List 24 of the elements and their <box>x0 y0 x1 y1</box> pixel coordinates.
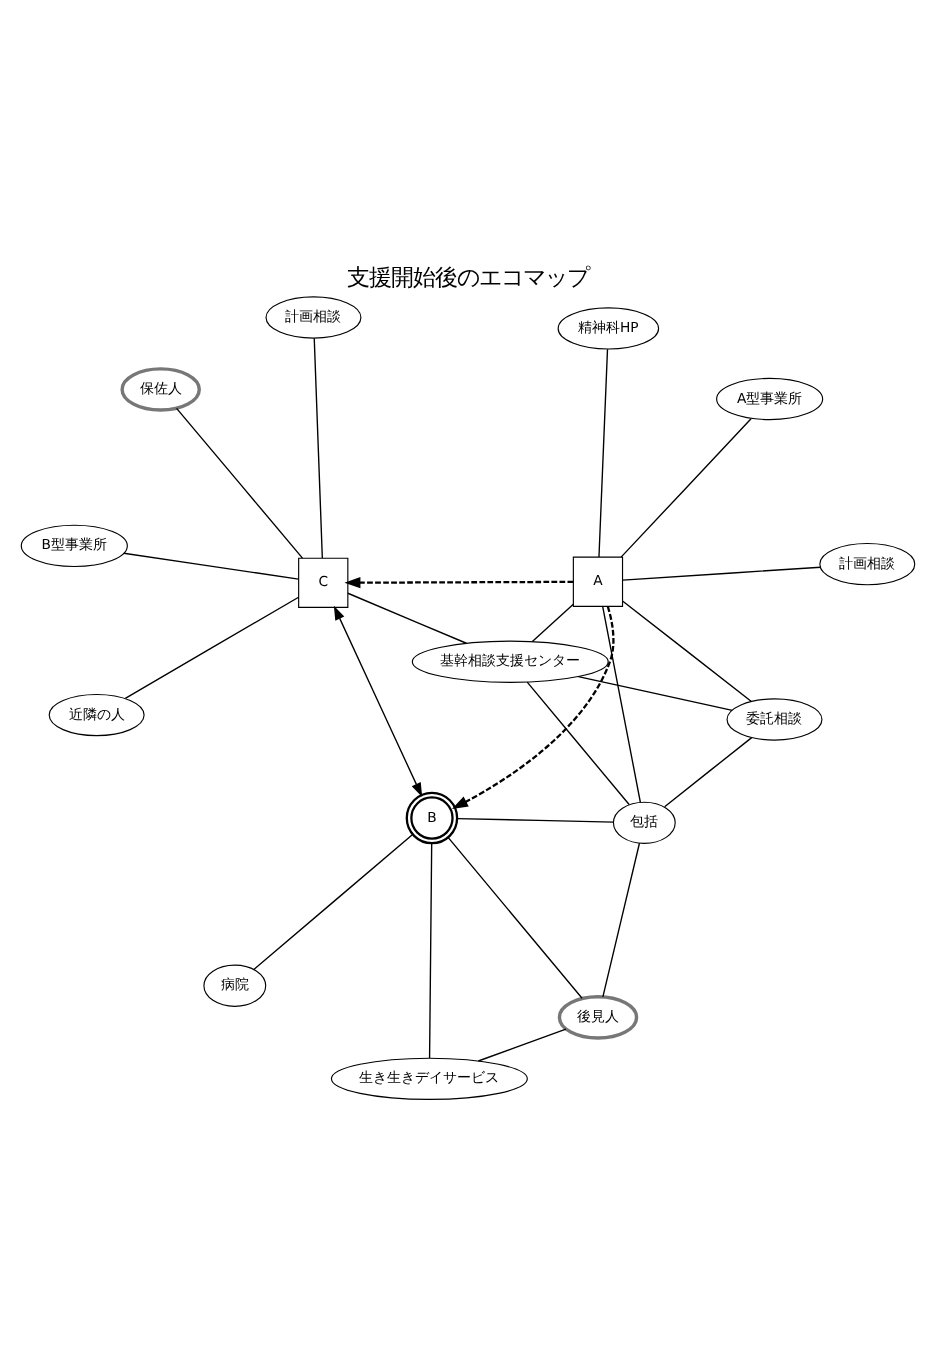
connector <box>622 600 753 703</box>
connector <box>598 348 609 558</box>
connector <box>577 675 733 711</box>
connector <box>124 596 300 699</box>
connector <box>477 1028 567 1062</box>
connector <box>175 407 304 559</box>
connector <box>447 836 583 999</box>
connector <box>602 605 642 803</box>
arrow <box>344 577 574 589</box>
arrow <box>333 605 423 797</box>
connector <box>622 566 822 581</box>
connector <box>526 681 630 806</box>
connector <box>428 842 433 1059</box>
connector <box>620 418 752 558</box>
diagram-title: 支援開始後のエコマップ <box>346 263 589 292</box>
connector <box>347 592 468 644</box>
connector <box>531 603 575 643</box>
connector <box>123 552 300 580</box>
arrow <box>451 606 615 809</box>
connector <box>456 817 615 823</box>
connector <box>663 736 753 808</box>
connector <box>602 842 641 998</box>
connector <box>313 337 323 559</box>
connector <box>253 833 414 971</box>
